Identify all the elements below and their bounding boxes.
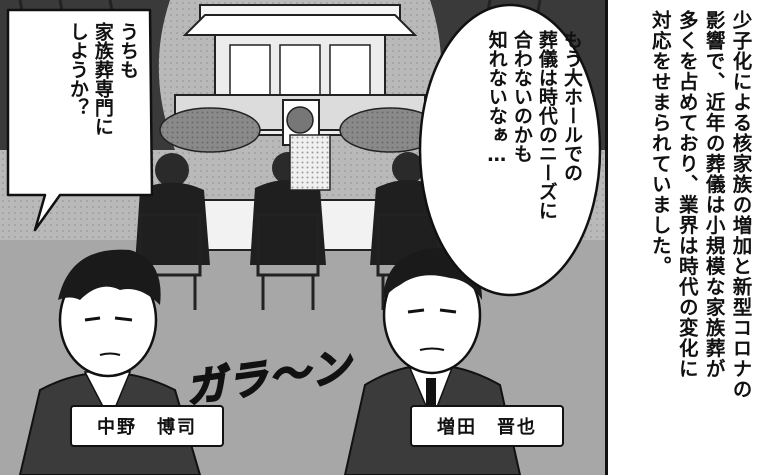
narration-text: 少子化による核家族の増加と新型コロナの 影響で、近年の葬儀は小規模な家族葬が 多… — [648, 10, 752, 400]
speech-bubble-center-text-wrap: もう大ホールでの 葬儀は時代のニーズに 合わないのかも 知れないなぁ… — [440, 30, 590, 270]
flower-arrangements — [159, 107, 441, 153]
speech-bubble-left-text: うちも 家族葬専門に しようか？ — [66, 22, 139, 136]
name-caption-nakano: 中野 博司 — [70, 405, 224, 447]
speech-bubble-left-text-wrap: うちも 家族葬専門に しようか？ — [25, 22, 145, 192]
seated-attendees — [135, 106, 446, 310]
speech-bubble-center — [418, 3, 602, 297]
narration-box: 少子化による核家族の増加と新型コロナの 影響で、近年の葬儀は小規模な家族葬が 多… — [605, 0, 760, 475]
speech-bubble-left — [6, 8, 154, 232]
speech-bubble-center-text: もう大ホールでの 葬儀は時代のニーズに 合わないのかも 知れないなぁ… — [485, 30, 583, 220]
name-caption-masuda: 増田 晋也 — [410, 405, 564, 447]
